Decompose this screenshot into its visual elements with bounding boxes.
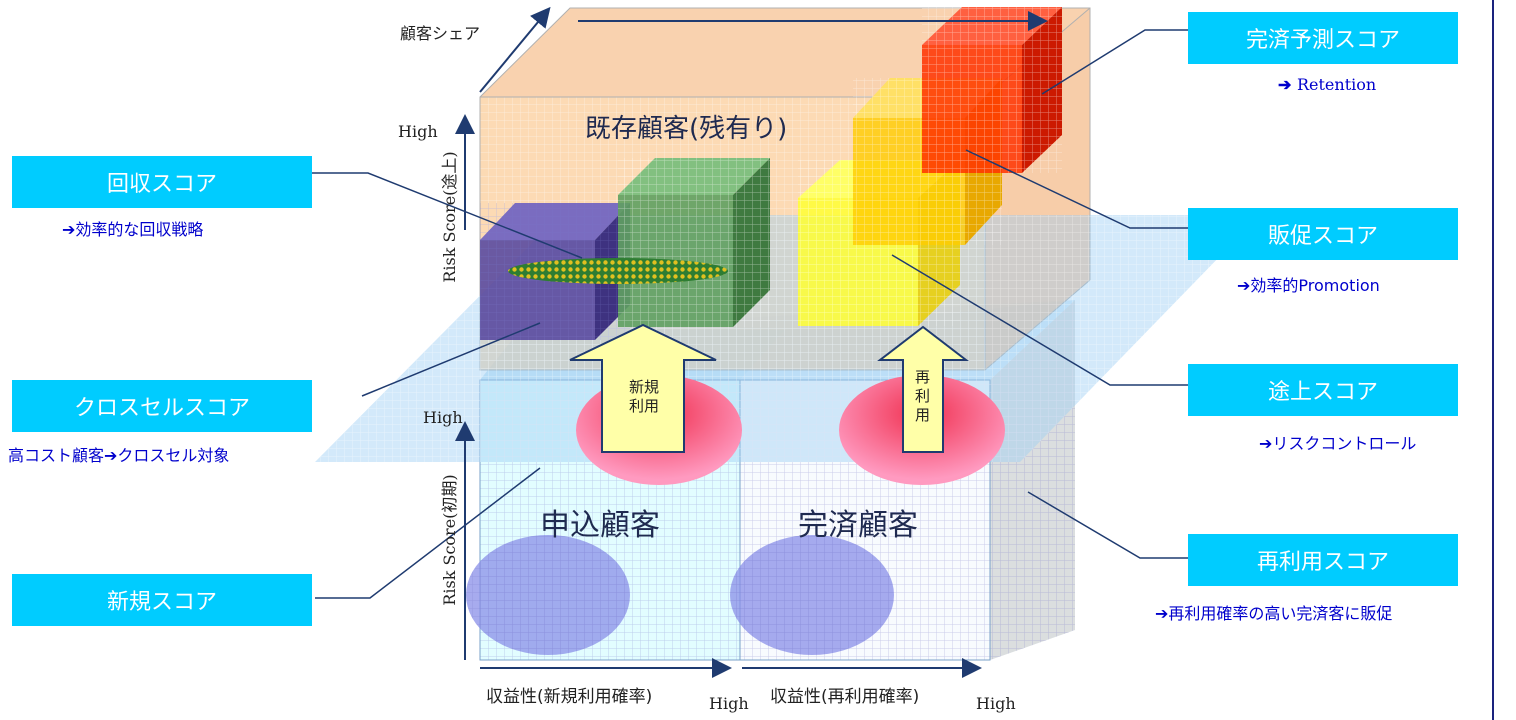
- arrow-right-icon: ➔: [62, 220, 76, 239]
- promotion-score-box: 販促スコア: [1188, 208, 1458, 260]
- crosssell-score-desc-pre: 高コスト顧客: [8, 446, 105, 465]
- crosssell-score-desc: 高コスト顧客➔クロスセル対象: [8, 442, 229, 466]
- high-initial-label: High: [423, 408, 463, 427]
- completion-forecast-score-box: 完済予測スコア: [1188, 12, 1458, 64]
- crosssell-score-desc-text: クロスセル対象: [117, 446, 230, 465]
- new-use-arrow: [569, 323, 717, 453]
- reuse-score-desc: ➔再利用確率の高い完済客に販促: [1155, 600, 1392, 624]
- green-cube: [618, 158, 770, 327]
- red-cube: [922, 7, 1062, 173]
- risk-initial-label: Risk Score(初期): [440, 474, 459, 606]
- midterm-score-desc: ➔リスクコントロール: [1259, 430, 1416, 454]
- promotion-score-desc: ➔効率的Promotion: [1237, 272, 1380, 296]
- reuse-label: 再利用: [914, 368, 930, 424]
- risk-upper-label: Risk Score(途上): [440, 151, 459, 283]
- arrow-right-icon: ➔: [1278, 75, 1297, 94]
- new-use-label: 新規利用: [628, 378, 659, 415]
- arrow-right-icon: ➔: [1155, 604, 1169, 623]
- reuse-score-box: 再利用スコア: [1188, 534, 1458, 586]
- collection-score-desc-text: 効率的な回収戦略: [75, 220, 204, 239]
- collection-score-desc: ➔効率的な回収戦略: [62, 216, 203, 240]
- arrow-right-icon: ➔: [1259, 434, 1273, 453]
- crosssell-score-box: クロスセルスコア: [12, 380, 312, 432]
- share-axis-label: 顧客シェア: [400, 24, 481, 43]
- share-axis-diag: [479, 6, 551, 93]
- completed-customers-label: 完済顧客: [798, 508, 918, 543]
- midterm-score-desc-text: リスクコントロール: [1272, 434, 1417, 453]
- completion-forecast-desc: ➔ Retention: [1278, 75, 1376, 94]
- high-x-left-label: High: [709, 694, 749, 713]
- midterm-score-box: 途上スコア: [1188, 364, 1458, 416]
- right-border-bar: [1492, 0, 1494, 720]
- completed-oval-grid: [730, 535, 894, 655]
- reuse-score-desc-text: 再利用確率の高い完済客に販促: [1168, 604, 1393, 623]
- collection-score-box: 回収スコア: [12, 156, 312, 208]
- dotted-segment: [508, 258, 728, 284]
- arrow-right-icon: ➔: [104, 446, 118, 465]
- x-axis-left-label: 収益性(新規利用確率): [486, 687, 653, 707]
- reuse-arrow: [877, 325, 969, 453]
- high-x-right-label: High: [976, 694, 1016, 713]
- completion-forecast-desc-text: Retention: [1296, 75, 1377, 94]
- arrow-right-icon: ➔: [1237, 276, 1251, 295]
- applicant-oval-grid: [466, 535, 630, 655]
- connectors: [312, 29, 1188, 599]
- existing-customers-label: 既存顧客(残有り): [585, 114, 788, 144]
- high-upper-label: High: [398, 122, 438, 141]
- promotion-score-desc-text: 効率的Promotion: [1250, 276, 1380, 295]
- new-score-box: 新規スコア: [12, 574, 312, 626]
- applicant-customers-label: 申込顧客: [540, 508, 660, 543]
- x-axis-right-label: 収益性(再利用確率): [770, 687, 920, 707]
